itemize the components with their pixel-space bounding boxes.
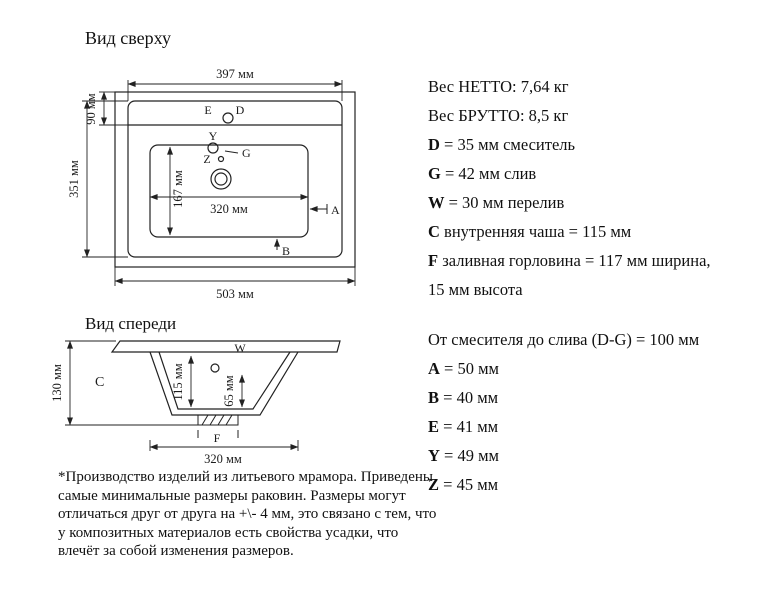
faucet-hole (222, 112, 234, 124)
top-view-outline (114, 91, 356, 268)
filler-neck (197, 414, 239, 438)
overflow-hole (207, 142, 219, 154)
spec-text: 15 мм высота (428, 280, 523, 299)
spec-line-a: A = 50 мм (428, 354, 762, 383)
flange-profile (110, 340, 341, 353)
spec-text: = 40 мм (439, 388, 499, 407)
label-f: F (214, 431, 221, 445)
spec-text: = 49 мм (439, 446, 499, 465)
bowl-inner-wall (158, 351, 291, 410)
top-view-drawing: E D Y Z G A B 397 мм 90 мм (67, 67, 356, 301)
top-view-title: Вид сверху (85, 28, 171, 48)
dim-65-label: 65 мм (222, 375, 236, 407)
spec-text: = 50 мм (439, 359, 499, 378)
spec-line-f: F заливная горловина = 117 мм ширина, (428, 246, 762, 275)
spec-line-d: D = 35 мм смеситель (428, 130, 762, 159)
spec-line-distance: От смесителя до слива (D-G) = 100 мм (428, 330, 700, 349)
dim-397 (127, 80, 343, 101)
spec-text: = 41 мм (439, 417, 499, 436)
spec-line-w: W = 30 мм перелив (428, 188, 762, 217)
spec-key: Y (428, 446, 440, 465)
spec-text: заливная горловина = 117 мм ширина, (438, 251, 711, 270)
dim-351 (82, 100, 128, 258)
spec-key: A (428, 359, 440, 378)
dim-130 (65, 340, 198, 426)
spec-line-f-cont: 15 мм высота (428, 275, 762, 304)
spec-line-e: E = 41 мм (428, 412, 762, 441)
front-view-title: Вид спереди (85, 314, 177, 333)
label-c: C (95, 375, 104, 390)
dim-503 (114, 267, 356, 286)
spec-key: Z (428, 475, 440, 494)
overflow-hole-front (210, 363, 220, 373)
spec-key: C (428, 222, 440, 241)
rim-markers (274, 204, 328, 250)
footnote: *Производство изделий из литьевого мрамо… (58, 469, 437, 560)
z-hole (217, 155, 225, 163)
spec-line-gross-weight: Вес БРУТТО: 8,5 кг (428, 101, 762, 130)
spec-key: F (428, 251, 439, 270)
front-view-drawing: F W C 130 мм 115 мм 65 мм 320 мм (50, 340, 341, 466)
dim-115-label: 115 мм (171, 363, 185, 400)
sink-outer-edge (114, 91, 356, 268)
label-g: G (242, 146, 251, 160)
label-d: D (236, 103, 245, 117)
dim-320-front (149, 440, 299, 451)
dim-90-label: 90 мм (84, 93, 98, 125)
spec-key: D (428, 135, 440, 154)
label-y: Y (209, 129, 218, 143)
spec-key: G (428, 164, 441, 183)
drain-hole-outer (210, 168, 232, 190)
label-a: A (331, 203, 340, 217)
label-b: B (282, 244, 290, 258)
dim-320-front-label: 320 мм (204, 452, 242, 466)
spec-line-net-weight: Вес НЕТТО: 7,64 кг (428, 72, 762, 101)
label-w: W (234, 341, 246, 355)
spec-key: W (428, 193, 445, 212)
spec-key: E (428, 417, 440, 436)
spec-line-y: Y = 49 мм (428, 441, 762, 470)
spec-text: Вес БРУТТО: 8,5 кг (428, 106, 569, 125)
dim-397-label: 397 мм (216, 67, 254, 81)
spec-line-b: B = 40 мм (428, 383, 762, 412)
filler-neck-body (197, 414, 239, 426)
spec-key: B (428, 388, 440, 407)
sink-inner-edge (127, 100, 343, 258)
label-z: Z (203, 152, 210, 166)
dim-167-label: 167 мм (171, 170, 185, 208)
spec-text: внутренняя чаша = 115 мм (439, 222, 632, 241)
top-view-holes (207, 112, 239, 190)
dim-503-label: 503 мм (216, 287, 254, 301)
spec-line-z: Z = 45 мм (428, 470, 762, 499)
spec-text: Вес НЕТТО: 7,64 кг (428, 77, 569, 96)
g-leader-line (224, 150, 239, 154)
spec-text: = 45 мм (439, 475, 499, 494)
dim-320-top-label: 320 мм (210, 202, 248, 216)
basin-edge (149, 144, 309, 238)
dim-90 (99, 91, 128, 126)
dim-130-label: 130 мм (50, 364, 64, 402)
label-e: E (204, 103, 211, 117)
spec-text: = 35 мм смеситель (439, 135, 576, 154)
spec-text: = 30 мм перелив (444, 193, 565, 212)
spec-list: Вес НЕТТО: 7,64 кг Вес БРУТТО: 8,5 кг D … (428, 72, 762, 499)
dim-351-label: 351 мм (67, 160, 81, 198)
spec-line-c: C внутренняя чаша = 115 мм (428, 217, 762, 246)
spec-text: = 42 мм слив (440, 164, 537, 183)
drain-hole-inner (214, 172, 228, 186)
spec-line-g: G = 42 мм слив (428, 159, 762, 188)
